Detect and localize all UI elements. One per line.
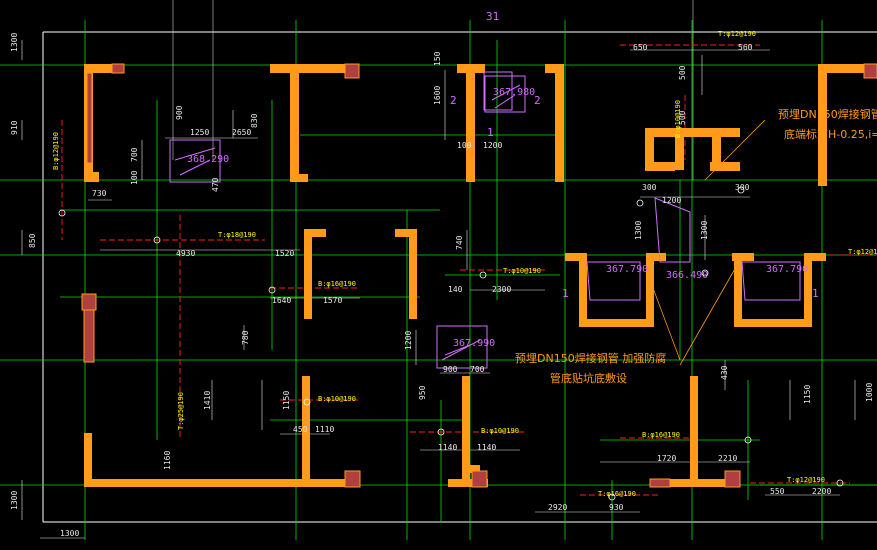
- dim-text: 1300: [60, 529, 79, 538]
- axis-lines: [42, 31, 877, 523]
- note-upper-2: 底端标高H-0.25,i=: [784, 127, 877, 141]
- elevation-mark-1: 368.290: [187, 154, 229, 165]
- rebar-labels: T:φ12@190 B:φ10@190 B:φ12@190 T:φ18@190 …: [52, 30, 877, 498]
- dim-text: 1410: [203, 391, 212, 410]
- elevation-mark-6: 367.990: [453, 338, 495, 349]
- dim-text: 2210: [718, 454, 737, 463]
- section-mark-1: 1: [562, 287, 569, 300]
- walls: [84, 64, 877, 487]
- dim-text: 700: [130, 147, 139, 162]
- dim-text: 850: [28, 233, 37, 248]
- reference-lines: [172, 0, 694, 180]
- dim-text: 2650: [232, 128, 251, 137]
- dim-text: 900: [175, 105, 184, 120]
- section-mark-2: 1: [812, 287, 819, 300]
- dim-text: 740: [455, 235, 464, 250]
- dim-text: 1150: [282, 391, 291, 410]
- grid-label: 31: [486, 10, 499, 23]
- notes: 预埋DN150焊接钢管 加 底端标高H-0.25,i= 预埋DN150焊接钢管 …: [515, 107, 877, 385]
- dim-text: 1300: [634, 221, 643, 240]
- dim-text: 560: [738, 43, 753, 52]
- dim-text: 1200: [662, 196, 681, 205]
- rebar-label-11: T:φ16@190: [598, 490, 636, 498]
- node-markers: [58, 186, 844, 501]
- dim-text: 930: [609, 503, 624, 512]
- dim-text: 140: [448, 285, 463, 294]
- wall-ends: [81, 63, 877, 488]
- note-lower: 预埋DN150焊接钢管 加强防腐: [515, 351, 666, 365]
- dim-text: 2300: [492, 285, 511, 294]
- dimension-lines: [21, 40, 856, 539]
- dim-text: 1160: [163, 451, 172, 470]
- grid-lines: [0, 20, 877, 540]
- rebar-label-8: B:φ10@190: [318, 395, 356, 403]
- dim-text: 1200: [404, 331, 413, 350]
- dim-text: 1200: [483, 141, 502, 150]
- rebar-label-4: T:φ18@190: [218, 231, 256, 239]
- section-mark-4: 2: [534, 94, 541, 107]
- dim-text: 1300: [10, 33, 19, 52]
- note-lower-2: 管底贴坑底敷设: [550, 371, 627, 385]
- dim-text: 1300: [10, 491, 19, 510]
- dim-text: 780: [241, 330, 250, 345]
- dim-text: 900: [443, 365, 458, 374]
- elevation-boxes: [169, 71, 801, 369]
- rebar-label-9: B:φ10@190: [481, 427, 519, 435]
- rebar-label-6: T:φ10@190: [503, 267, 541, 275]
- dim-text: 1110: [315, 425, 334, 434]
- elevation-mark-4: 367.790: [606, 264, 648, 275]
- dim-text: 910: [10, 120, 19, 135]
- dim-text: 1640: [272, 296, 291, 305]
- section-mark-3: 2: [450, 94, 457, 107]
- dim-text: 470: [211, 177, 220, 192]
- rebar-lines: [61, 44, 877, 496]
- elevation-mark-5: 367.790: [766, 264, 808, 275]
- dim-text: 650: [633, 43, 648, 52]
- rebar-label-2: B:φ10@190: [674, 100, 682, 138]
- rebar-label-12: T:φ12@190: [787, 476, 825, 484]
- rebar-label-3: B:φ12@190: [52, 132, 60, 170]
- dim-text: 1720: [657, 454, 676, 463]
- dim-text: 550: [770, 487, 785, 496]
- dim-text: 830: [250, 113, 259, 128]
- dim-text: 4930: [176, 249, 195, 258]
- dim-text: 1000: [865, 383, 874, 402]
- rebar-label-5: B:φ16@190: [318, 280, 356, 288]
- dim-text: 2200: [812, 487, 831, 496]
- note-upper: 预埋DN150焊接钢管 加: [778, 107, 877, 121]
- elevation-mark-3: 366.490: [666, 270, 708, 281]
- dim-text: 1300: [700, 221, 709, 240]
- dim-text: 700: [470, 365, 485, 374]
- dim-text: 500: [678, 65, 687, 80]
- dim-text: 950: [418, 385, 427, 400]
- dim-text: 430: [720, 365, 729, 380]
- dim-text: 1250: [190, 128, 209, 137]
- dim-text: 1140: [477, 443, 496, 452]
- dim-text: 100: [130, 170, 139, 185]
- elevation-labels: 368.290 367.980 366.490 367.790 367.790 …: [187, 87, 808, 349]
- section-marks: 31 1 1 2 2 1: [450, 10, 819, 300]
- elevation-mark-2: 367.980: [493, 87, 535, 98]
- dim-text: 100: [457, 141, 472, 150]
- dim-text: 500: [678, 110, 687, 125]
- rebar-label-1: T:φ12@190: [718, 30, 756, 38]
- rebar-label-7: T:φ25@190: [177, 392, 185, 430]
- dim-text: 300: [642, 183, 657, 192]
- dim-text: 730: [92, 189, 107, 198]
- rebar-label-10: B:φ16@190: [642, 431, 680, 439]
- dim-text: 1570: [323, 296, 342, 305]
- dim-text: 1150: [803, 385, 812, 404]
- rebar-label-13: T:φ12@190: [848, 248, 877, 256]
- dim-text: 1140: [438, 443, 457, 452]
- dim-text: 2920: [548, 503, 567, 512]
- dim-text: 150: [433, 51, 442, 66]
- dim-text: 450: [293, 425, 308, 434]
- leader-lines: [649, 119, 766, 366]
- dim-text: 1600: [433, 86, 442, 105]
- section-mark-5: 1: [487, 126, 494, 139]
- dim-text: 1520: [275, 249, 294, 258]
